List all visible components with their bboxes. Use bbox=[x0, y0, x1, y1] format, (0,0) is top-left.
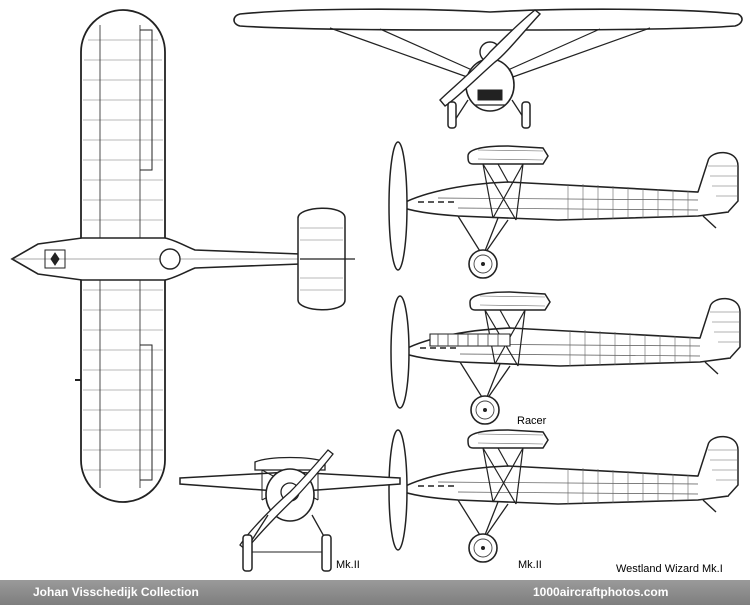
side-view-mk2 bbox=[388, 429, 739, 563]
website-credit: 1000aircraftphotos.com bbox=[533, 585, 669, 599]
mk2-side-label: Mk.II bbox=[518, 559, 542, 571]
side-view-mk1 bbox=[388, 141, 739, 279]
collection-credit: Johan Visschedijk Collection bbox=[33, 585, 199, 599]
credits-bar: Johan Visschedijk Collection 1000aircraf… bbox=[0, 580, 750, 605]
three-view-drawing bbox=[10, 8, 743, 572]
plan-view bbox=[10, 9, 355, 503]
front-view-mk1 bbox=[233, 8, 743, 129]
mk2-front-label: Mk.II bbox=[336, 559, 360, 571]
front-view-mk2 bbox=[179, 449, 401, 572]
racer-label: Racer bbox=[517, 415, 547, 427]
aircraft-name-label: Westland Wizard Mk.I bbox=[616, 563, 723, 575]
side-view-racer bbox=[390, 291, 741, 425]
